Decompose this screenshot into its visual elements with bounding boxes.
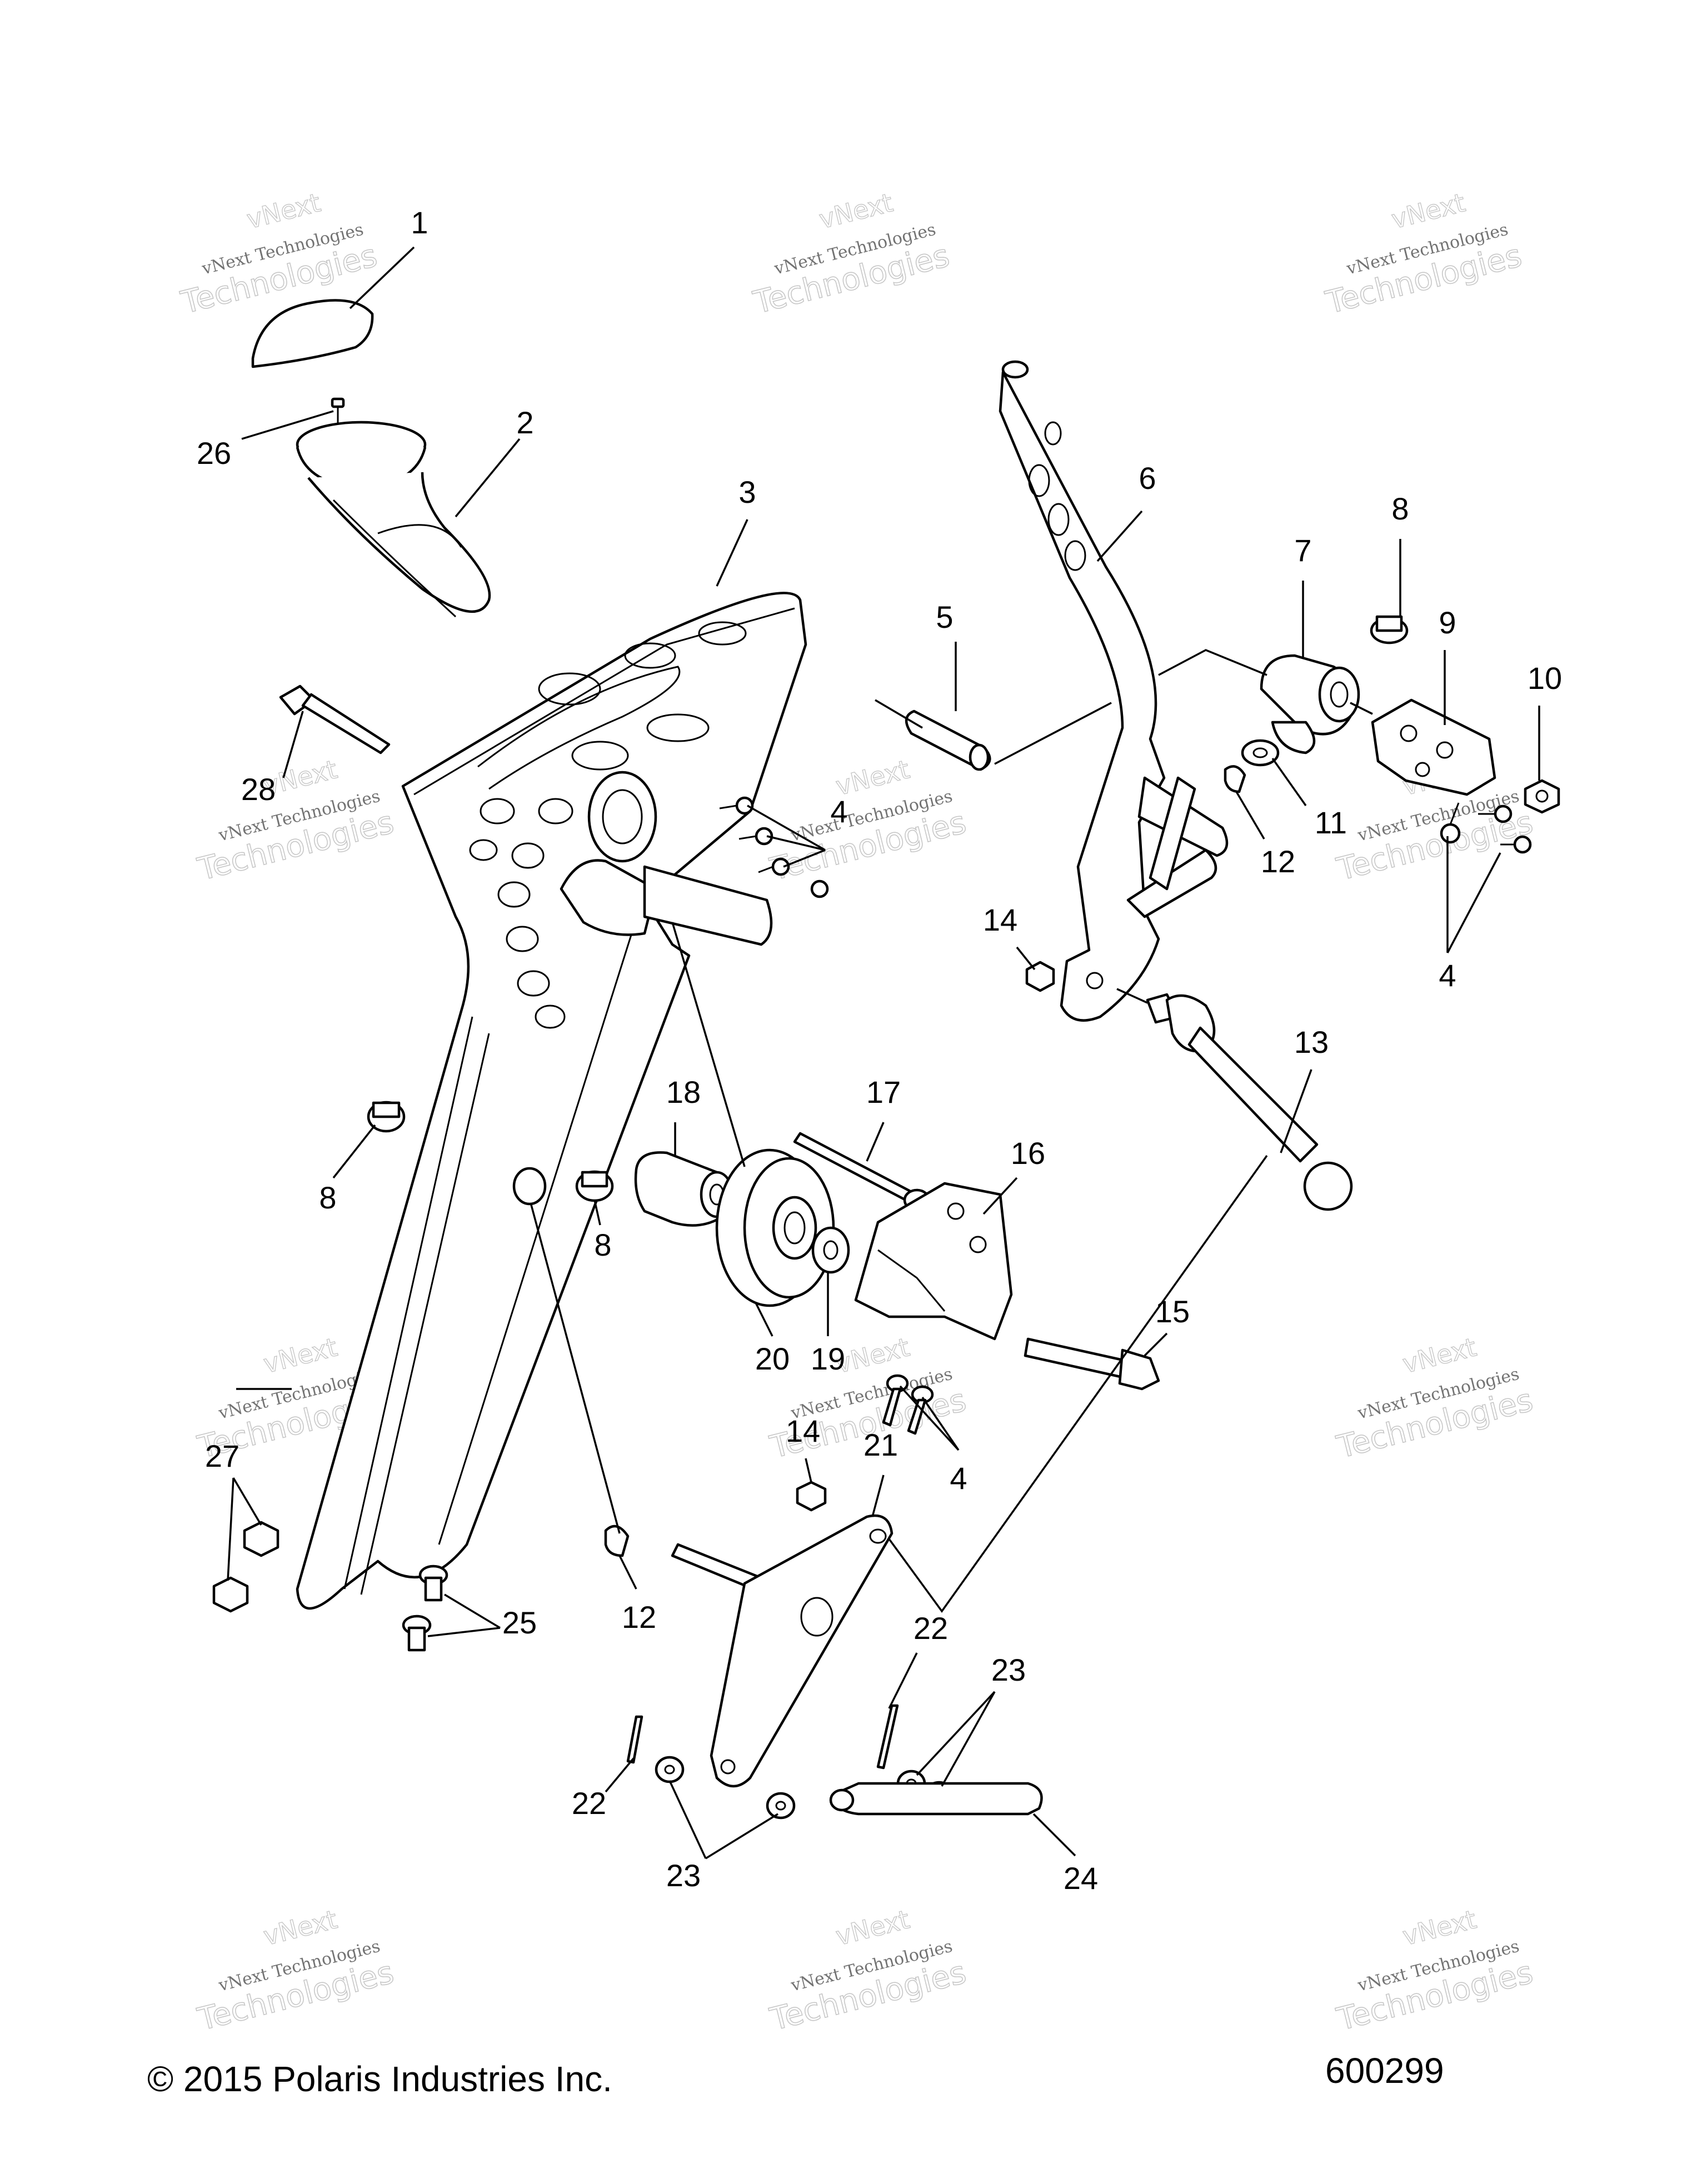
part-28-bolt bbox=[279, 684, 391, 754]
callout-9: 9 bbox=[1439, 605, 1456, 640]
part-3-shifter-frame bbox=[296, 592, 807, 1610]
svg-text:vNext: vNext bbox=[833, 1904, 912, 1951]
callout-8: 8 bbox=[1391, 491, 1409, 526]
part-7-bushing bbox=[1260, 654, 1360, 754]
part-12-clip-lower bbox=[604, 1525, 630, 1557]
part-21-bellcrank bbox=[671, 1514, 894, 1788]
svg-text:vNext: vNext bbox=[816, 187, 896, 234]
part-9-mount-bracket bbox=[1371, 698, 1496, 796]
callout-19: 19 bbox=[811, 1341, 845, 1376]
part-8-nut-center bbox=[575, 1170, 614, 1202]
callout-16: 16 bbox=[1011, 1136, 1045, 1171]
svg-text:vNext: vNext bbox=[244, 187, 323, 234]
part-14-nut-upper bbox=[1025, 961, 1055, 992]
callout-11: 11 bbox=[1315, 805, 1347, 840]
part-24-linkage-rod bbox=[829, 1782, 1043, 1816]
part-4-bolts-lower bbox=[882, 1374, 934, 1435]
part-14-nut-lower bbox=[796, 1481, 827, 1512]
callout-10: 10 bbox=[1528, 661, 1562, 696]
callout-13: 13 bbox=[1294, 1024, 1329, 1059]
callout-14: 14 bbox=[983, 902, 1017, 937]
callout-8: 8 bbox=[319, 1180, 336, 1215]
callout-17: 17 bbox=[866, 1074, 901, 1110]
callout-14: 14 bbox=[786, 1413, 820, 1448]
callout-8: 8 bbox=[594, 1227, 611, 1262]
callout-12: 12 bbox=[1261, 844, 1295, 879]
callout-7: 7 bbox=[1294, 533, 1311, 568]
callout-1: 1 bbox=[411, 205, 428, 240]
frame-spacer bbox=[512, 1167, 547, 1206]
watermark: vNext vNext Technologies Technologies bbox=[766, 1904, 970, 2038]
callout-12: 12 bbox=[622, 1600, 656, 1635]
callout-23: 23 bbox=[991, 1652, 1026, 1687]
callout-4: 4 bbox=[950, 1461, 967, 1496]
callout-18: 18 bbox=[666, 1074, 701, 1110]
part-6-shift-lever bbox=[999, 360, 1229, 1022]
part-10-nut bbox=[1524, 779, 1560, 814]
part-20-pulley bbox=[715, 1148, 835, 1307]
callout-3: 3 bbox=[738, 474, 756, 509]
part-4-bolts-upper bbox=[719, 796, 829, 898]
callout-5: 5 bbox=[936, 599, 953, 634]
part-25-bolts bbox=[402, 1565, 448, 1652]
callout-leaders bbox=[227, 246, 1540, 1860]
part-8-flange-nut bbox=[1370, 615, 1409, 644]
part-19-washer bbox=[811, 1226, 850, 1274]
callout-28: 28 bbox=[241, 772, 276, 807]
watermark: vNext vNext Technologies Technologies bbox=[1333, 1904, 1537, 2038]
svg-text:vNext: vNext bbox=[1389, 187, 1468, 234]
part-2-shift-knob bbox=[296, 421, 491, 618]
part-27-nuts bbox=[212, 1521, 279, 1613]
callout-20: 20 bbox=[755, 1341, 790, 1376]
callout-4: 4 bbox=[830, 794, 847, 829]
svg-text:vNext: vNext bbox=[1400, 1332, 1479, 1379]
watermark: vNext vNext Technologies Technologies bbox=[194, 1904, 398, 2038]
part-16-pulley-bracket bbox=[854, 1182, 1013, 1341]
watermark: vNext vNext Technologies Technologies bbox=[1322, 187, 1526, 322]
callout-27: 27 bbox=[205, 1438, 239, 1473]
part-22-cotter-pins bbox=[626, 1704, 899, 1770]
part-11-washer bbox=[1241, 739, 1280, 767]
watermark: vNext vNext Technologies Technologies bbox=[177, 187, 381, 322]
part-labels: 1 26 2 3 28 4 5 6 7 8 9 10 11 12 4 14 13… bbox=[197, 205, 1562, 1896]
callout-24: 24 bbox=[1064, 1861, 1098, 1896]
part-4-bolts-right bbox=[1440, 802, 1532, 854]
callout-2: 2 bbox=[516, 405, 533, 440]
callout-26: 26 bbox=[197, 436, 231, 471]
part-5-sleeve bbox=[905, 709, 991, 771]
svg-text:vNext: vNext bbox=[1400, 1904, 1479, 1951]
watermark: vNext vNext Technologies Technologies bbox=[750, 187, 954, 322]
part-1-knob-cap bbox=[251, 299, 374, 368]
part-8-nut-left bbox=[367, 1101, 406, 1133]
callout-4: 4 bbox=[1439, 958, 1456, 993]
copyright-notice: © 2015 Polaris Industries Inc. bbox=[147, 2059, 612, 2099]
watermark: vNext vNext Technologies Technologies bbox=[1333, 1332, 1537, 1466]
callout-22: 22 bbox=[572, 1786, 606, 1821]
watermark: vNext vNext Technologies Technologies bbox=[194, 754, 398, 888]
part-12-clip-upper bbox=[1224, 765, 1246, 793]
callout-6: 6 bbox=[1139, 461, 1156, 496]
svg-text:vNext: vNext bbox=[261, 1904, 340, 1951]
assembly-lines bbox=[530, 649, 1373, 1613]
part-15-bolt bbox=[1024, 1337, 1160, 1391]
figure-number: 600299 bbox=[1325, 2051, 1444, 2091]
callout-25: 25 bbox=[502, 1605, 537, 1640]
callout-21: 21 bbox=[864, 1427, 898, 1462]
part-13-cable-end bbox=[1146, 993, 1353, 1211]
callout-15: 15 bbox=[1155, 1294, 1190, 1329]
svg-text:vNext: vNext bbox=[261, 1332, 340, 1379]
callout-22: 22 bbox=[914, 1611, 948, 1646]
callout-23: 23 bbox=[666, 1858, 701, 1893]
